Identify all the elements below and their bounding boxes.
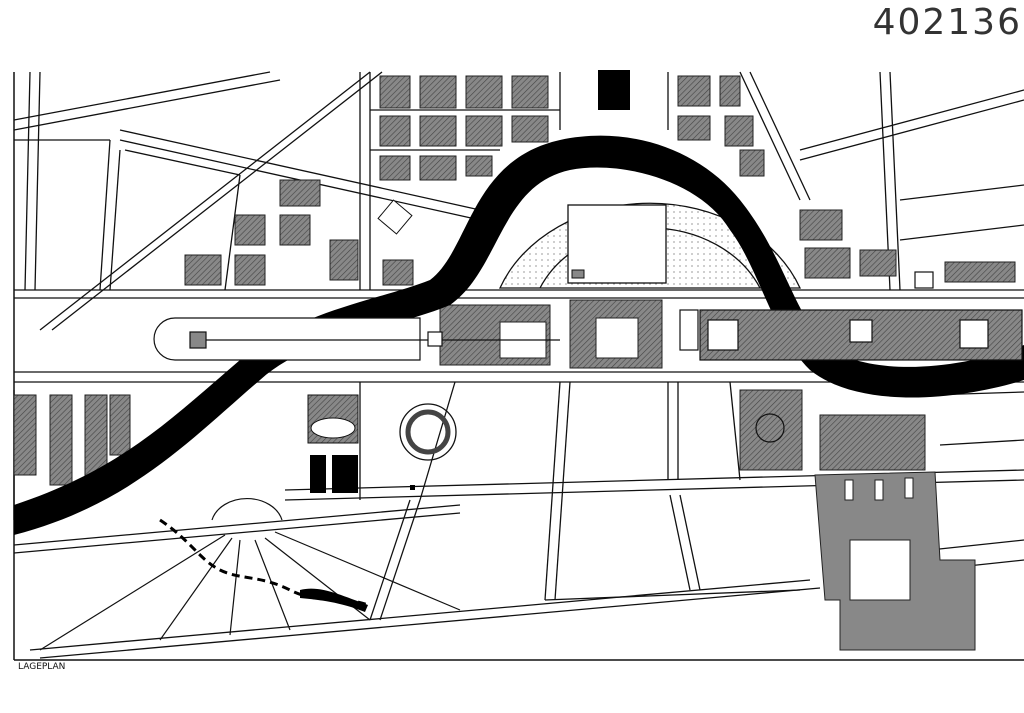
city-blocks [13, 75, 1016, 486]
central-crescent [498, 202, 802, 289]
rotated-building [377, 199, 413, 235]
map-frame [13, 72, 1024, 661]
small-buildings [310, 455, 415, 493]
circular-buildings [307, 394, 785, 461]
river-canal-north [598, 70, 630, 110]
radial-park-paths [39, 497, 461, 651]
plan-label: LAGEPLAN [18, 662, 66, 672]
federal-band [153, 271, 1023, 361]
park-pond [300, 588, 368, 612]
sheet-number: 402136 [872, 2, 1022, 43]
